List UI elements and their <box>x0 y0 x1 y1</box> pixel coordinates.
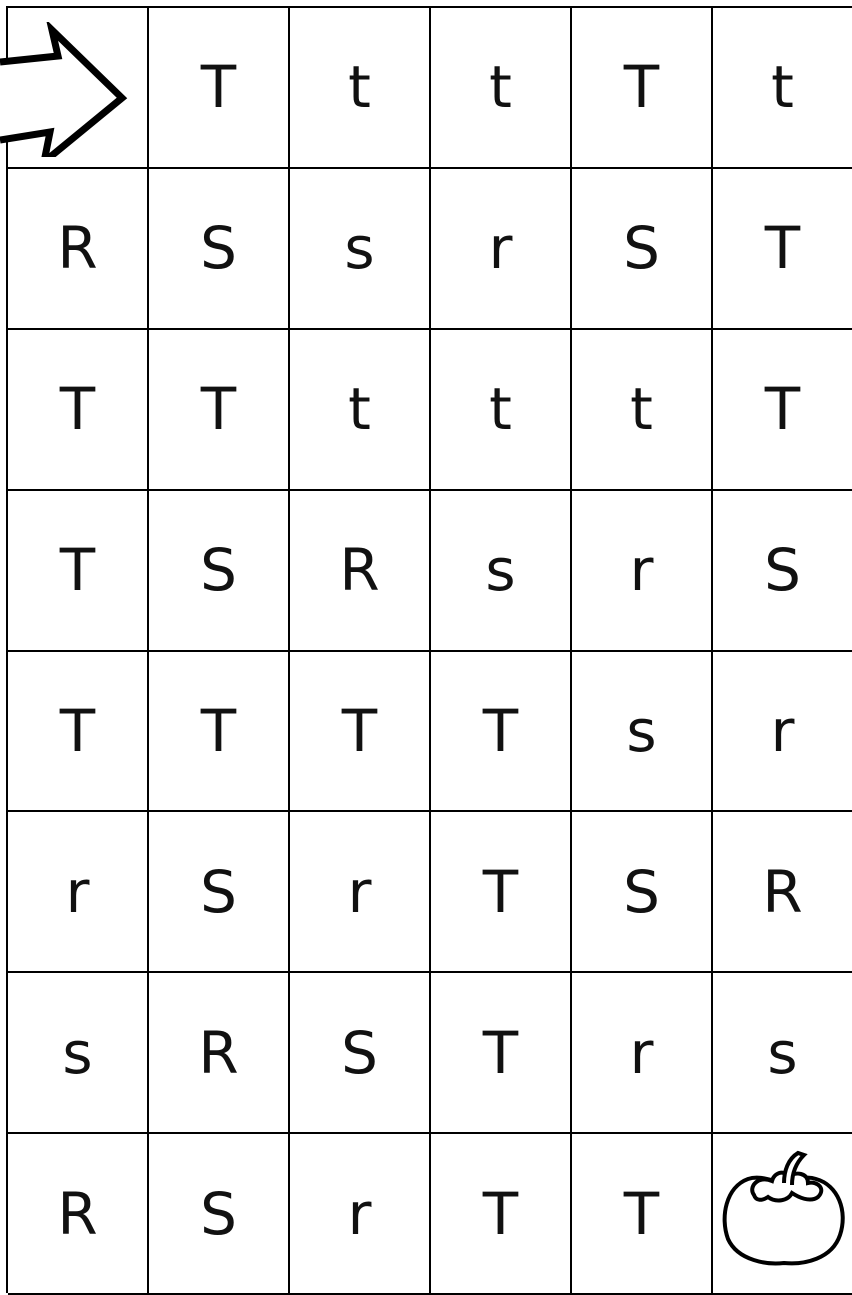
maze-letter-cell[interactable]: t <box>431 8 572 169</box>
maze-letter-cell[interactable]: r <box>572 973 713 1134</box>
maze-letter-cell[interactable]: s <box>431 491 572 652</box>
maze-letter-cell[interactable]: T <box>431 973 572 1134</box>
maze-letter-cell[interactable]: t <box>572 330 713 491</box>
maze-letter-cell[interactable]: T <box>290 652 431 813</box>
maze-letter-cell[interactable]: T <box>149 8 290 169</box>
maze-letter-cell[interactable]: T <box>431 652 572 813</box>
maze-letter-cell[interactable]: S <box>149 169 290 330</box>
maze-letter-cell[interactable]: R <box>8 169 149 330</box>
maze-letter-cell[interactable]: S <box>290 973 431 1134</box>
maze-letter-cell[interactable]: T <box>8 652 149 813</box>
arrow-right-icon <box>0 22 140 157</box>
maze-letter-cell[interactable]: r <box>8 812 149 973</box>
maze-letter-cell[interactable]: t <box>431 330 572 491</box>
maze-letter-cell[interactable]: R <box>713 812 852 973</box>
maze-letter-cell[interactable]: S <box>149 1134 290 1295</box>
maze-letter-cell[interactable]: t <box>290 330 431 491</box>
maze-letter-cell[interactable]: s <box>8 973 149 1134</box>
maze-letter-cell[interactable]: s <box>713 973 852 1134</box>
maze-letter-cell[interactable]: r <box>572 491 713 652</box>
maze-letter-cell[interactable]: S <box>149 491 290 652</box>
maze-letter-cell[interactable]: T <box>572 8 713 169</box>
maze-letter-cell[interactable]: T <box>713 169 852 330</box>
maze-letter-cell[interactable]: T <box>431 812 572 973</box>
maze-letter-cell[interactable]: T <box>431 1134 572 1295</box>
maze-letter-cell[interactable]: T <box>713 330 852 491</box>
maze-letter-cell[interactable]: r <box>290 1134 431 1295</box>
tomato-icon <box>718 1147 848 1281</box>
maze-letter-cell[interactable]: s <box>572 652 713 813</box>
maze-letter-cell[interactable]: s <box>290 169 431 330</box>
maze-letter-cell[interactable]: T <box>572 1134 713 1295</box>
maze-letter-cell[interactable]: S <box>572 812 713 973</box>
maze-letter-cell[interactable]: T <box>8 330 149 491</box>
start-cell[interactable] <box>8 8 149 169</box>
goal-cell[interactable] <box>713 1134 852 1295</box>
maze-letter-cell[interactable]: r <box>290 812 431 973</box>
maze-letter-cell[interactable]: r <box>713 652 852 813</box>
maze-letter-cell[interactable]: T <box>8 491 149 652</box>
maze-letter-cell[interactable]: T <box>149 330 290 491</box>
maze-letter-cell[interactable]: S <box>713 491 852 652</box>
maze-letter-cell[interactable]: t <box>713 8 852 169</box>
maze-letter-cell[interactable]: R <box>149 973 290 1134</box>
maze-letter-cell[interactable]: r <box>431 169 572 330</box>
maze-letter-cell[interactable]: R <box>8 1134 149 1295</box>
maze-letter-cell[interactable]: S <box>572 169 713 330</box>
maze-letter-cell[interactable]: R <box>290 491 431 652</box>
maze-letter-cell[interactable]: t <box>290 8 431 169</box>
maze-letter-cell[interactable]: S <box>149 812 290 973</box>
maze-letter-cell[interactable]: T <box>149 652 290 813</box>
